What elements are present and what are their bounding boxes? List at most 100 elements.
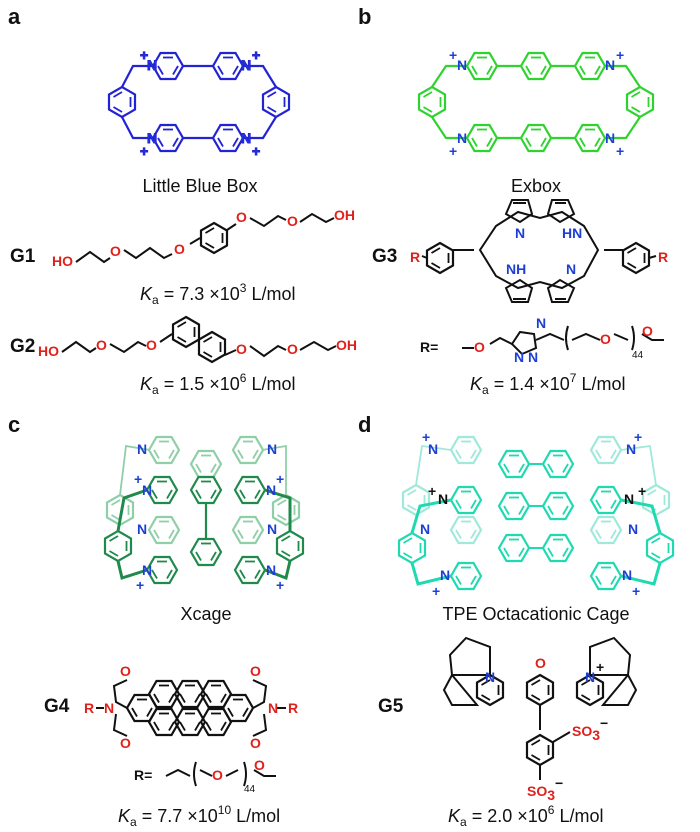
little-blue-box-name: Little Blue Box bbox=[142, 176, 257, 196]
g1-ho: HO bbox=[52, 253, 73, 269]
exbox-n4: N bbox=[605, 130, 615, 146]
g5-structure bbox=[442, 636, 638, 780]
g5-so3-2: SO3− bbox=[527, 775, 563, 803]
g2-oh: OH bbox=[336, 337, 357, 353]
lbb-plus2: + bbox=[252, 47, 260, 63]
g3-r-left: R bbox=[410, 249, 420, 265]
g3-r-o2: O bbox=[600, 331, 611, 347]
g3-r-o1: O bbox=[474, 339, 485, 355]
panel-c-letter: c bbox=[8, 412, 20, 437]
g1-o4: O bbox=[287, 213, 298, 229]
g2-o1: O bbox=[96, 337, 107, 353]
g1-oh: OH bbox=[334, 207, 355, 223]
xcage-n5: N bbox=[137, 521, 147, 537]
exbox-plus4: + bbox=[616, 143, 624, 159]
lbb-n1: N bbox=[147, 57, 157, 73]
xcage-n7: N bbox=[142, 562, 152, 578]
g4-o4: O bbox=[250, 735, 261, 751]
exbox-plus1: + bbox=[449, 47, 457, 63]
exbox-name: Exbox bbox=[511, 176, 561, 196]
tpe-plus3: + bbox=[428, 483, 436, 499]
lbb-plus4: + bbox=[252, 143, 260, 159]
lbb-n2: N bbox=[241, 57, 251, 73]
g3-r-n1: N bbox=[536, 315, 546, 331]
g3-ka: Ka = 1.4 ×107 L/mol bbox=[470, 371, 626, 397]
g4-o1: O bbox=[120, 663, 131, 679]
g5-n2: N bbox=[585, 669, 595, 685]
g4-r-peg-n: 44 bbox=[244, 784, 256, 795]
g5-o: O bbox=[535, 655, 546, 671]
tpe-plus4: + bbox=[638, 483, 646, 499]
tpe-plus2: + bbox=[634, 429, 642, 445]
xcage-n4: N bbox=[266, 482, 276, 498]
xcage-n6: N bbox=[267, 521, 277, 537]
g5-so3-1: SO3− bbox=[572, 715, 608, 743]
g3-nh: NH bbox=[506, 261, 526, 277]
g3-r-n2: N bbox=[528, 349, 538, 365]
exbox-plus2: + bbox=[616, 47, 624, 63]
panel-b-letter: b bbox=[358, 4, 371, 29]
xcage-n8: N bbox=[266, 562, 276, 578]
g3-r-eq: R= bbox=[420, 339, 438, 355]
g1-o2: O bbox=[174, 241, 185, 257]
g3-n1: N bbox=[515, 225, 525, 241]
g4-r2: R bbox=[288, 700, 298, 716]
g4-n2: N bbox=[268, 700, 278, 716]
xcage-structure bbox=[103, 435, 305, 585]
g4-pdi-structure bbox=[96, 679, 286, 787]
g3-r-n3: N bbox=[514, 349, 524, 365]
tpe-plus7: + bbox=[432, 583, 440, 599]
g2-label: G2 bbox=[10, 336, 35, 357]
g4-ka: Ka = 7.7 ×1010 L/mol bbox=[118, 803, 280, 829]
tpe-n5: N bbox=[420, 521, 430, 537]
xcage-plus8: + bbox=[276, 577, 284, 593]
g3-n2: N bbox=[566, 261, 576, 277]
g3-r-peg-n: 44 bbox=[632, 350, 644, 361]
g2-structure bbox=[61, 315, 337, 364]
g2-o2: O bbox=[146, 337, 157, 353]
g4-r-eq: R= bbox=[134, 767, 152, 783]
g4-r-o2: O bbox=[254, 757, 265, 773]
tpe-n2: N bbox=[626, 441, 636, 457]
g5-label: G5 bbox=[378, 696, 404, 717]
g3-r-group-structure bbox=[462, 325, 664, 356]
g2-o3: O bbox=[236, 341, 247, 357]
g4-o3: O bbox=[250, 663, 261, 679]
tpe-cage-structure bbox=[397, 435, 675, 591]
g3-r-right: R bbox=[658, 249, 668, 265]
tpe-n1: N bbox=[428, 441, 438, 457]
xcage-name: Xcage bbox=[180, 604, 231, 624]
tpe-cage-name: TPE Octacationic Cage bbox=[442, 604, 629, 624]
lbb-n4: N bbox=[241, 130, 251, 146]
exbox-plus3: + bbox=[449, 143, 457, 159]
tpe-n4: N bbox=[624, 491, 634, 507]
tpe-n6: N bbox=[628, 521, 638, 537]
g2-ka: Ka = 1.5 ×106 L/mol bbox=[140, 371, 296, 397]
exbox-n3: N bbox=[457, 130, 467, 146]
g3-label: G3 bbox=[372, 246, 397, 267]
xcage-n2: N bbox=[267, 441, 277, 457]
g4-label: G4 bbox=[44, 696, 70, 717]
g5-n1: N bbox=[485, 669, 495, 685]
tpe-n3: N bbox=[438, 491, 448, 507]
g1-o1: O bbox=[110, 243, 121, 259]
xcage-plus7: + bbox=[136, 577, 144, 593]
g3-hn: HN bbox=[562, 225, 582, 241]
tpe-n7: N bbox=[440, 567, 450, 583]
lbb-plus3: + bbox=[140, 143, 148, 159]
g2-o4: O bbox=[287, 341, 298, 357]
little-blue-box-structure: N + N + N + N + bbox=[107, 47, 291, 160]
panel-d-letter: d bbox=[358, 412, 371, 437]
xcage-plus3: + bbox=[134, 471, 142, 487]
g4-r1: R bbox=[84, 700, 94, 716]
tpe-plus1: + bbox=[422, 429, 430, 445]
g4-n1: N bbox=[104, 700, 114, 716]
panel-a-letter: a bbox=[8, 4, 21, 29]
xcage-plus4: + bbox=[276, 471, 284, 487]
g5-ka: Ka = 2.0 ×106 L/mol bbox=[448, 803, 604, 829]
g4-r-o1: O bbox=[212, 767, 223, 783]
g5-plus: + bbox=[596, 659, 604, 675]
g1-structure bbox=[75, 212, 335, 264]
tpe-plus8: + bbox=[632, 583, 640, 599]
